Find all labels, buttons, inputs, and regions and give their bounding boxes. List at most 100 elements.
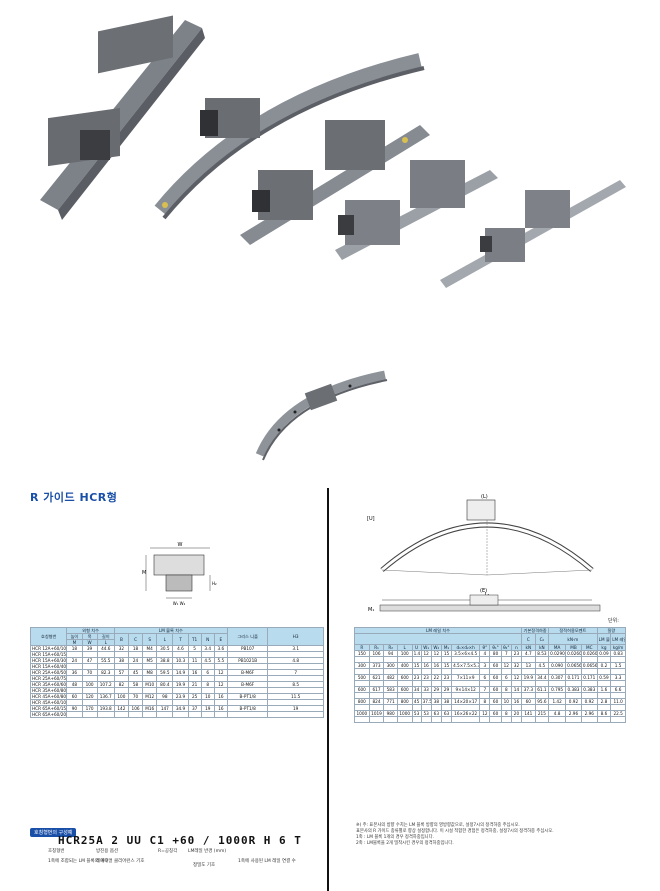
table-cell (156, 711, 174, 718)
table-row: HCR 25A+60/750R (29, 675, 324, 682)
model-code: HCR25A 2 UU C1 +60 / 1000R H 6 T (58, 834, 302, 847)
table-cell (142, 711, 158, 718)
table-cell: 1.4 (411, 650, 422, 657)
table-cell: HCR 45A+60/800R (29, 693, 68, 700)
table-cell: HCR 35A+60/800R (29, 687, 68, 694)
footnote: 표본사의 R 가이드 종류별로 향상 설정합니다. 이 시설 적합한 경험은 정… (356, 829, 554, 834)
table-cell (451, 716, 481, 723)
table-cell (565, 716, 582, 723)
table-row (354, 716, 626, 723)
table-cell (548, 716, 567, 723)
table-cell: HCR 35A+60/600R (29, 681, 68, 688)
section-title: R 가이드 HCR형 (30, 491, 118, 504)
table-cell (596, 716, 612, 723)
code-note: 1축에 조합되는 LM 블록의 개수 (48, 859, 109, 864)
col-b: B (113, 633, 129, 646)
footnote: ※) 주: 표본사의 방향 수치는 LM 블록 방향의 영방향값으로, 설정7시… (356, 823, 520, 828)
table-cell: HCR 12A+60/100R (29, 645, 68, 652)
table-cell (226, 711, 269, 718)
table-cell: 0.090 (548, 662, 567, 669)
code-note: 1축에 사용된 LM 레일 연결 수 (238, 859, 296, 864)
table-cell: 0.171 (580, 674, 598, 681)
code-note: LM레일 반경 (mm) (188, 849, 227, 854)
table-cell: 95.6 (534, 698, 550, 705)
col-n: N (200, 633, 215, 646)
table-cell (96, 711, 115, 718)
table-cell (113, 711, 129, 718)
table-row: HCR 12A+60/100R183944.63218M430.54.653.4… (29, 645, 324, 652)
table-cell: HCR 45A+60/1000R (29, 699, 68, 706)
table-cell (500, 716, 512, 723)
table-cell: 0.0656 (580, 662, 598, 669)
table-cell (411, 716, 422, 723)
svg-text:M₁: M₁ (368, 607, 374, 613)
svg-text:W₁ W₂: W₁ W₂ (173, 601, 186, 606)
table-cell: 193.8 (96, 705, 115, 712)
table-cell (521, 716, 536, 723)
table-cell: 136.7 (96, 693, 115, 700)
table-cell (489, 716, 502, 723)
table-cell: 0.0656 (565, 662, 582, 669)
code-note: 레이디얼 클리어런스 기호 (96, 859, 145, 864)
table-cell (267, 711, 324, 718)
table-cell: 1019 (368, 710, 385, 717)
table-cell (354, 716, 370, 723)
curved-rail-photo (255, 370, 388, 461)
right-spec-table: LM 레일 치수 기본정격하중 정적허용모멘트 질량 C C₀ kN·m LM … (353, 627, 627, 723)
table-cell: 34.4 (534, 674, 550, 681)
table-cell: 4.5×7.5×5.3 (451, 662, 481, 669)
table-cell (440, 716, 453, 723)
table-cell: 0.0260 (565, 650, 582, 657)
code-note: 방진용 옵션 (96, 849, 119, 854)
table-cell: 107.2 (96, 681, 115, 688)
column-divider (327, 488, 329, 891)
rail-side-view: M₁ (E) (368, 588, 601, 613)
curved-rail-image (154, 53, 425, 220)
unit-note: 단위: (608, 618, 619, 624)
table-cell (81, 711, 98, 718)
col-grease-nipple: 그리스 니플 (226, 627, 269, 646)
table-cell (200, 711, 215, 718)
table-cell: HCR 65A+60/1500R (29, 705, 68, 712)
table-row (354, 668, 626, 675)
table-cell (383, 716, 398, 723)
table-cell: 37.5 (420, 698, 432, 705)
table-cell: 14×20×17 (451, 698, 481, 705)
table-cell: HCR 15A+60/150R (29, 651, 68, 658)
table-cell: 0.0260 (580, 650, 598, 657)
left-spec-table: 호칭형번 외형 치수 LM 블록 치수 그리스 니플 H3 높이 폭 길이 B … (29, 627, 324, 718)
footnote: 2축 : LM블록을 2개 밀착시킨 경우의 정격하중입니다. (356, 841, 454, 846)
table-cell: HCR 15A+60/300R (29, 657, 68, 664)
col-e: E (213, 633, 228, 646)
cross-section-diagram: W M W₁ W₂ H₂ (142, 542, 217, 606)
svg-text:(L): (L) (481, 494, 488, 500)
col-h3: H3 (267, 627, 324, 646)
col-model: 호칭형번 (29, 627, 68, 646)
table-row: HCR 65A+60/2000R (29, 711, 324, 718)
table-cell: 1000 (354, 710, 370, 717)
footnote: 1축 : LM 블록 1개의 경우 정격하중입니다. (356, 835, 434, 840)
col-basic-load: 기본정격하중 (521, 627, 550, 634)
table-cell: 9×14×12 (451, 686, 481, 693)
svg-text:H₂: H₂ (212, 581, 217, 586)
col-kgm: kg/m (610, 644, 626, 651)
rail-thin-image (440, 180, 626, 288)
table-cell (510, 716, 523, 723)
product-photo (40, 15, 626, 288)
table-cell (430, 716, 442, 723)
table-cell (420, 716, 432, 723)
table-cell: 1000 (396, 710, 413, 717)
col-mass-block: LM 블록 (596, 633, 612, 645)
col-c0-load: C₀ (534, 633, 550, 645)
table-row: HCR 35A+60/800R (29, 687, 324, 694)
table-cell: HCR 65A+60/2000R (29, 711, 68, 718)
table-cell: 8.53 (534, 650, 550, 657)
col-mass-rail: LM 레일 (610, 633, 626, 645)
table-cell (580, 716, 598, 723)
col-t1: T1 (187, 633, 202, 646)
table-cell (479, 716, 491, 723)
arc-diagram: L₂ (L) [U] (367, 494, 594, 601)
svg-text:(E): (E) (480, 588, 487, 594)
